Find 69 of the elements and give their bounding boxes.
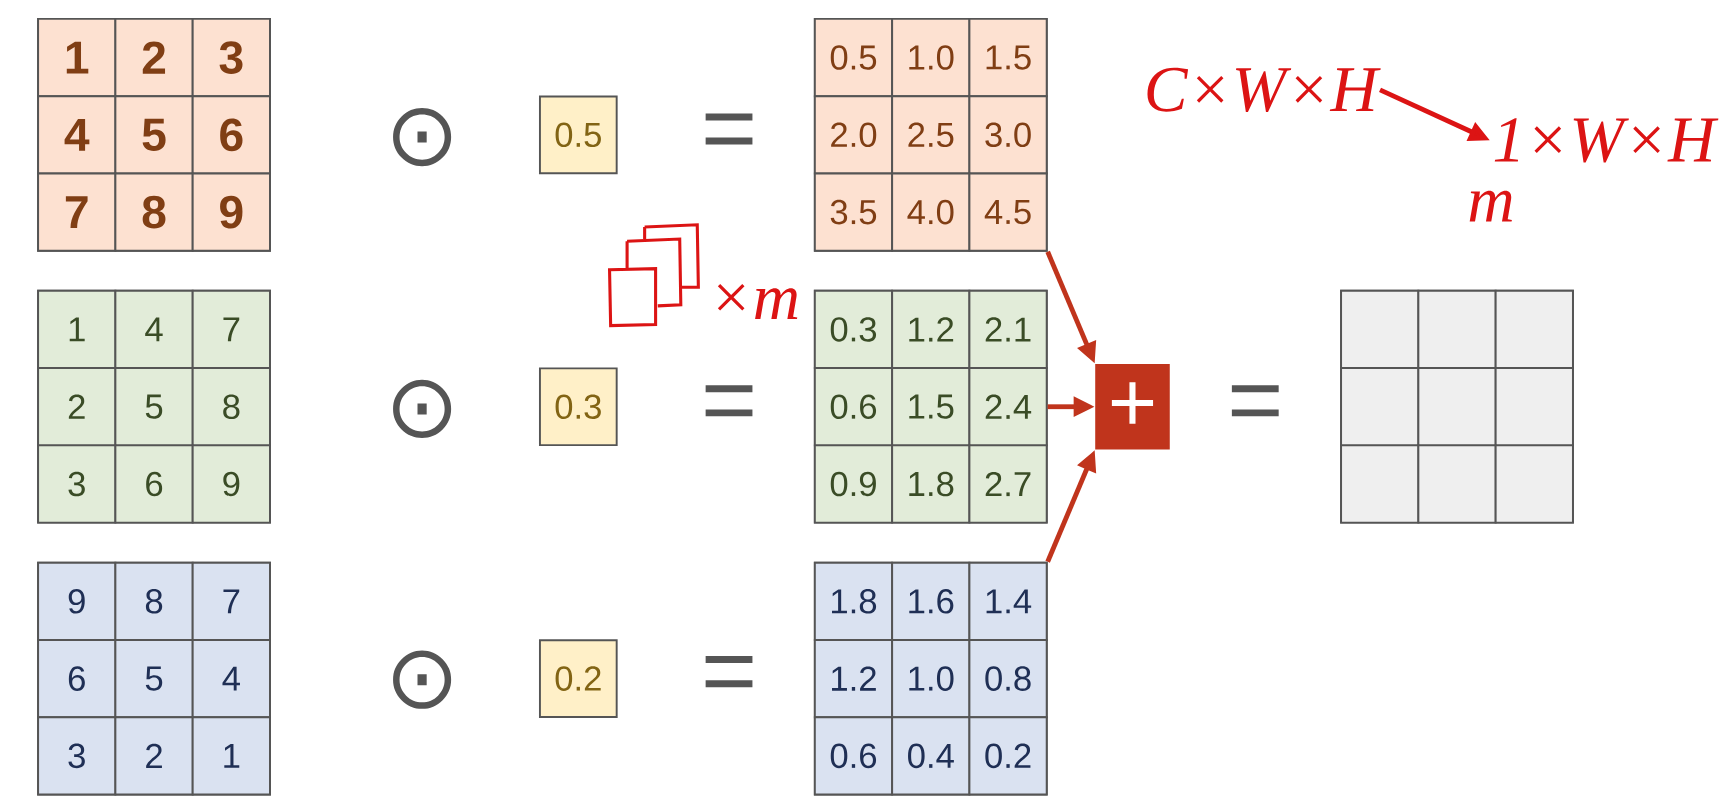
matrix-cell: 0.2 [968,716,1048,796]
matrix-cell: 2.7 [968,444,1048,524]
weight-box: 0.3 [538,367,618,446]
matrix-cell: 4 [191,638,271,718]
matrix-cell: 9 [37,561,117,641]
matrix-cell: 1.2 [891,289,971,369]
equals-sign: = [1231,385,1279,417]
matrix-cell: 8 [191,366,271,447]
matrix-cell: 9 [191,172,271,252]
matrix-cell: 0.3 [813,289,894,369]
handwritten-text: ×m [717,283,798,319]
matrix-cell: 8 [114,561,194,641]
matrix-cell: 7 [37,172,117,252]
equals-sign: = [705,385,753,417]
matrix-cell: 1.2 [813,638,894,718]
matrix-cell: 1.0 [891,17,971,97]
matrix-cell: 4.5 [968,172,1048,252]
operator-symbol: ⊙ [393,107,452,166]
weight-box: 0.2 [538,639,618,718]
matrix-cell: 1.6 [891,561,971,641]
matrix-cell: 7 [191,289,271,369]
matrix-cell: 9 [191,444,271,524]
equals-sign: = [705,655,753,687]
matrix-cell: 2.5 [891,95,971,175]
matrix-cell: 3.0 [968,95,1048,175]
matrix-cell: 1.0 [891,638,971,718]
operator-symbol: ⊙ [393,650,452,709]
matrix-cell: 1.5 [891,366,971,447]
matrix-cell: 2 [114,716,194,796]
matrix-cell: 0.6 [813,716,894,796]
matrix-cell: 1 [37,289,117,369]
matrix-cell: 2.0 [813,95,894,175]
matrix-cell: 4 [37,95,117,175]
matrix-cell: 2.4 [968,366,1048,447]
matrix-cell: 0.4 [891,716,971,796]
matrix-cell: 0.8 [968,638,1048,718]
matrix-cell: 2 [37,366,117,447]
matrix-cell: 5 [114,366,194,447]
matrix-cell: 1.8 [891,444,971,524]
matrix-cell: 0.9 [813,444,894,524]
matrix-cell: 3 [191,17,271,97]
matrix-cell: 5 [114,638,194,718]
matrix-cell: 1 [37,17,117,97]
matrix-cell: 0.6 [813,366,894,447]
plus-box: + [1095,363,1170,450]
matrix-cell: 1.8 [813,561,894,641]
equals-sign: = [705,113,753,145]
matrix-cell: 3 [37,716,117,796]
matrix-cell: 2 [114,17,194,97]
handwritten-text: C×W×H [1147,67,1381,112]
matrix-cell: 3.5 [813,172,894,252]
matrix-cell: 4 [114,289,194,369]
matrix-cell: 5 [114,95,194,175]
matrix-cell: 6 [191,95,271,175]
matrix-cell: 6 [37,638,117,718]
weight-box: 0.5 [538,95,618,174]
matrix-cell: 2.1 [968,289,1048,369]
matrix-cell: 6 [114,444,194,524]
handwritten-text: m [1469,190,1512,222]
matrix-cell: 1.5 [968,17,1048,97]
matrix-cell: 1.4 [968,561,1048,641]
matrix-cell: 7 [191,561,271,641]
matrix-cell: 3 [37,444,117,524]
handwritten-text: 1×W×H [1494,118,1719,163]
matrix-cell: 4.0 [891,172,971,252]
matrix-cell: 1 [191,716,271,796]
matrix-cell: 0.5 [813,17,894,97]
matrix-cell: 8 [114,172,194,252]
operator-symbol: ⊙ [393,379,452,438]
